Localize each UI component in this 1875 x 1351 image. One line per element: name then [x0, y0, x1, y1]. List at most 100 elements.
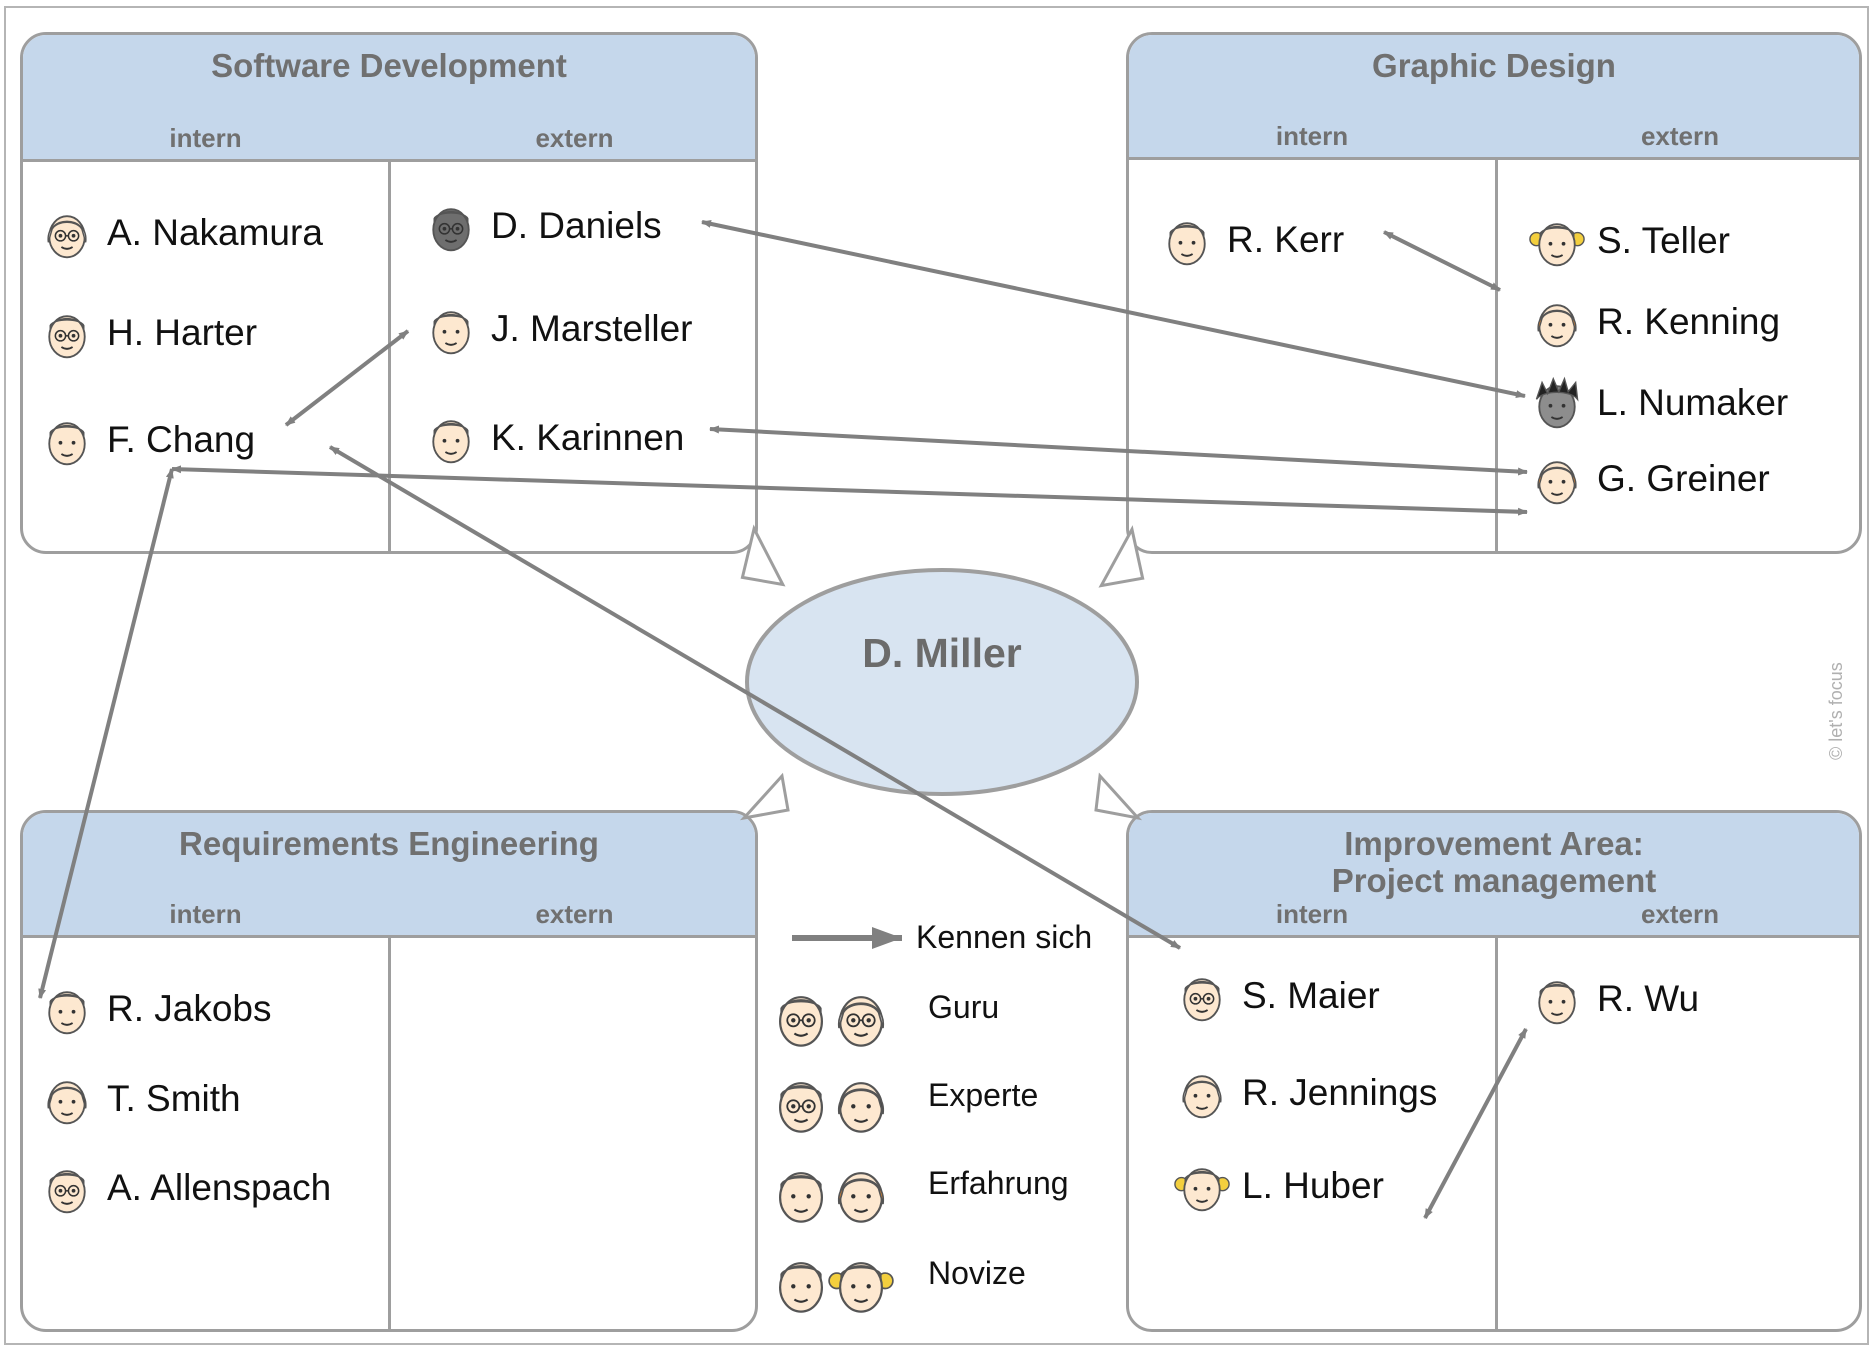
- person-h-harter: H. Harter: [39, 305, 257, 361]
- expert-man-icon: [48, 422, 86, 466]
- expert-man-glasses-icon: [48, 1170, 86, 1214]
- experienced-woman-orange-hair-icon: [838, 1172, 884, 1223]
- column-header-extern: extern: [535, 899, 614, 929]
- person-name: R. Kenning: [1597, 301, 1781, 342]
- guru-woman-gray-hair-icon: [838, 996, 884, 1047]
- person-l-huber: L. Huber: [1174, 1158, 1384, 1214]
- experienced-man-orange-hair-icon: [779, 1172, 823, 1223]
- person-name: K. Karinnen: [491, 417, 685, 458]
- person-name: H. Harter: [107, 312, 258, 353]
- experienced-woman-orange-hair-icon: [1537, 461, 1577, 505]
- novice-man-yellow-hair-icon: [779, 1262, 823, 1313]
- group-title: Requirements Engineering: [179, 825, 599, 862]
- person-name: L. Huber: [1242, 1165, 1384, 1206]
- diagram-frame: [4, 6, 1869, 1345]
- novice-girl-pigtails-icon: [1174, 1168, 1230, 1212]
- column-header-intern: intern: [1275, 121, 1349, 151]
- experienced-man-orange-hair-icon: [48, 991, 86, 1035]
- column-header-intern: intern: [1275, 899, 1349, 929]
- expert-woman-gray-hair-icon: [1182, 1075, 1222, 1119]
- expert-woman-icon: [47, 1081, 87, 1125]
- person-r-jennings: R. Jennings: [1174, 1065, 1437, 1121]
- expert-man-glasses-icon: [779, 1082, 823, 1133]
- legend-level-erfahrung: Erfahrung: [768, 1160, 1069, 1226]
- person-k-karinnen: K. Karinnen: [423, 410, 684, 466]
- group-title-line2: Project management: [1331, 862, 1657, 899]
- person-name: S. Teller: [1597, 220, 1730, 261]
- legend-level-experte: Experte: [768, 1070, 1038, 1136]
- column-header-intern: intern: [169, 123, 242, 153]
- legend-level-label: Experte: [928, 1076, 1039, 1113]
- experienced-man-orange-hair-icon: [1168, 222, 1206, 266]
- legend-level-label: Novize: [928, 1254, 1026, 1291]
- person-name: R. Jakobs: [107, 988, 272, 1029]
- group-title: Graphic Design: [1372, 47, 1616, 84]
- experienced-man-orange-hair-icon: [432, 311, 470, 355]
- column-header-extern: extern: [1640, 121, 1720, 151]
- person-name: R. Jennings: [1242, 1072, 1438, 1113]
- column-divider: [388, 938, 391, 1329]
- person-name: F. Chang: [107, 419, 256, 460]
- column-divider: [388, 162, 391, 551]
- person-r-kenning: R. Kenning: [1529, 294, 1780, 350]
- guru-man-glasses-icon: [779, 996, 823, 1047]
- column-divider: [1495, 938, 1498, 1329]
- person-name: S. Maier: [1242, 975, 1380, 1016]
- center-person-name: D. Miller: [862, 630, 1022, 676]
- guru-woman-gray-hair-icon: [47, 215, 87, 259]
- person-name: A. Nakamura: [107, 212, 323, 253]
- legend-level-novize: Novize: [768, 1250, 1026, 1316]
- person-name: L. Numaker: [1597, 382, 1789, 423]
- guru-man-glasses-icon: [1183, 978, 1221, 1022]
- person-l-numaker: L. Numaker: [1529, 375, 1788, 431]
- group-header: Requirements Engineering intern extern: [23, 813, 755, 938]
- person-f-chang: F. Chang: [39, 412, 255, 468]
- legend-level-label: Guru: [928, 988, 1000, 1025]
- group-header: Improvement Area: Project management int…: [1129, 813, 1859, 938]
- group-title: Software Development: [211, 47, 567, 84]
- novice-girl-pigtails-icon: [828, 1262, 894, 1313]
- expert-man-icon: [1538, 981, 1576, 1025]
- expert-woman-icon: [838, 1082, 884, 1133]
- person-name: R. Wu: [1597, 978, 1700, 1019]
- person-r-wu: R. Wu: [1529, 971, 1699, 1027]
- legend-connection-label: Kennen sich: [916, 919, 1093, 955]
- column-header-intern: intern: [169, 899, 242, 929]
- group-header: Software Development intern extern: [23, 35, 755, 162]
- person-name: R. Kerr: [1227, 219, 1345, 260]
- group-graphic-design: Graphic Design intern extern R. Kerr S. …: [1126, 32, 1862, 554]
- expert-man-dark-skin-icon: [432, 208, 470, 252]
- legend-level-guru: Guru: [768, 984, 999, 1050]
- person-r-kerr: R. Kerr: [1159, 212, 1344, 268]
- person-name: A. Allenspach: [107, 1167, 332, 1208]
- group-title-line1: Improvement Area:: [1344, 825, 1644, 862]
- person-name: T. Smith: [107, 1078, 241, 1119]
- person-r-jakobs: R. Jakobs: [39, 981, 272, 1037]
- group-improvement-area: Improvement Area: Project management int…: [1126, 810, 1862, 1332]
- person-s-maier: S. Maier: [1174, 968, 1380, 1024]
- group-header: Graphic Design intern extern: [1129, 35, 1859, 160]
- group-requirements-engineering: Requirements Engineering intern extern R…: [20, 810, 758, 1332]
- person-t-smith: T. Smith: [39, 1071, 241, 1127]
- column-header-extern: extern: [535, 123, 614, 153]
- group-software-development: Software Development intern extern A. Na…: [20, 32, 758, 554]
- expert-spiky-hair-icon: [1535, 376, 1579, 429]
- legend-connection: Kennen sich: [916, 919, 1092, 956]
- column-header-extern: extern: [1640, 899, 1720, 929]
- expert-man-glasses-icon: [48, 315, 86, 359]
- person-a-allenspach: A. Allenspach: [39, 1160, 331, 1216]
- person-j-marsteller: J. Marsteller: [423, 301, 692, 357]
- person-name: D. Daniels: [491, 205, 662, 246]
- person-name: G. Greiner: [1597, 458, 1770, 499]
- person-s-teller: S. Teller: [1529, 213, 1730, 269]
- novice-man-yellow-hair-icon: [432, 420, 470, 464]
- person-name: J. Marsteller: [491, 308, 693, 349]
- experienced-woman-orange-hair-icon: [1537, 304, 1577, 348]
- person-a-nakamura: A. Nakamura: [39, 205, 323, 261]
- copyright-watermark: © let's focus: [1826, 662, 1846, 760]
- novice-girl-pigtails-icon: [1529, 223, 1585, 267]
- legend-level-label: Erfahrung: [928, 1164, 1069, 1201]
- person-d-daniels: D. Daniels: [423, 198, 662, 254]
- column-divider: [1495, 160, 1498, 551]
- person-g-greiner: G. Greiner: [1529, 451, 1770, 507]
